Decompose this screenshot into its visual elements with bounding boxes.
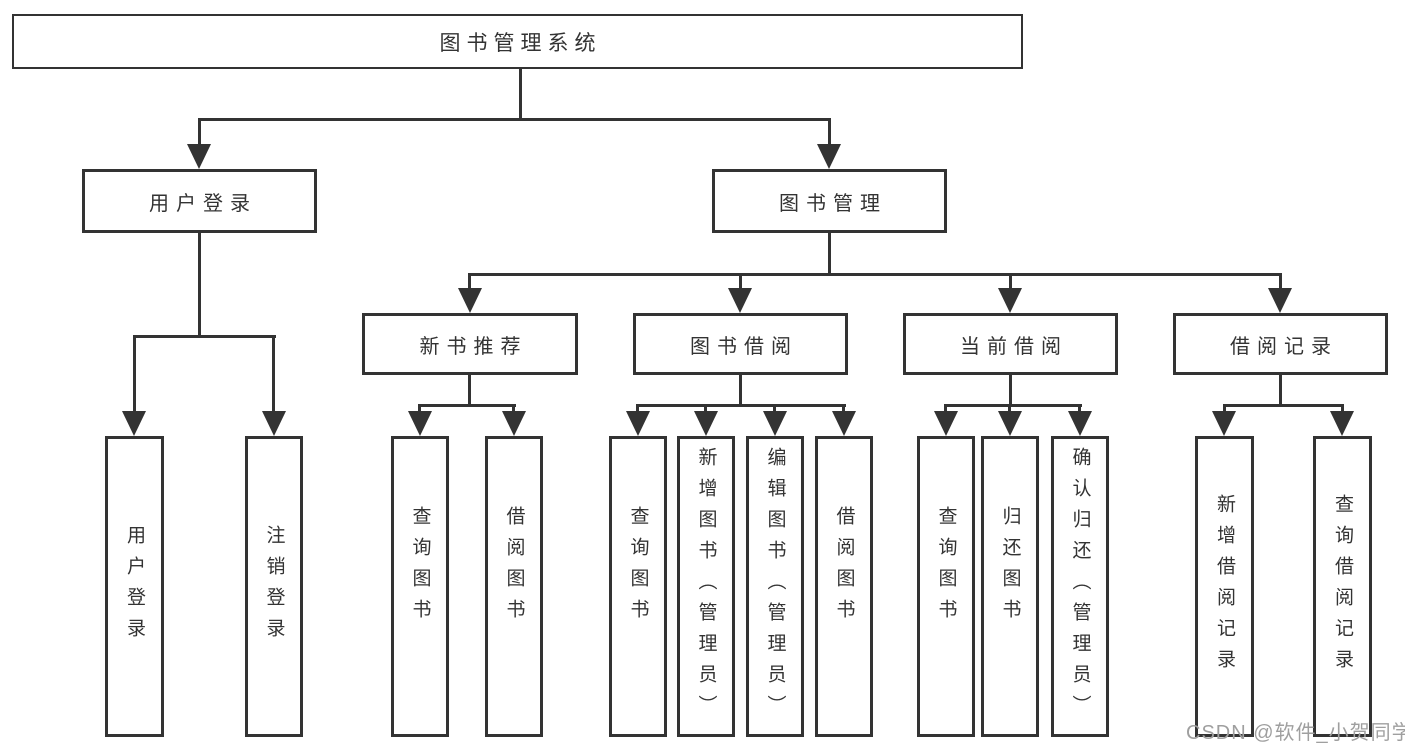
watermark: CSDN @软件_小贺同学 <box>1186 722 1405 744</box>
node-new-book-recommend-label: 新书推荐 <box>419 335 528 358</box>
leaf-cb-return-books-label: 归还图书 <box>999 505 1021 630</box>
leaf-bb-edit-books-admin: 编辑图书（管理员） <box>746 436 804 737</box>
node-root-label: 图书管理系统 <box>439 31 602 55</box>
leaf-bb-add-books-admin: 新增图书（管理员） <box>677 436 735 737</box>
connector-bb-hline <box>636 404 846 407</box>
node-book-borrow: 图书借阅 <box>633 313 848 375</box>
leaf-cb-confirm-return-admin: 确认归还（管理员） <box>1051 436 1109 737</box>
connector-leaf-shaft <box>1341 404 1344 414</box>
leaf-bb-query-books-label: 查询图书 <box>627 505 649 630</box>
connector-user-login-shaft <box>198 118 201 146</box>
arrow-down-icon <box>122 411 146 436</box>
connector-level3-hline <box>468 273 1282 276</box>
connector-user-login-drop <box>198 233 201 335</box>
node-book-borrow-label: 图书借阅 <box>690 335 798 358</box>
arrow-down-icon <box>998 288 1022 313</box>
arrow-down-icon <box>832 411 856 436</box>
leaf-bb-query-books: 查询图书 <box>609 436 667 737</box>
leaf-bb-borrow-books-label: 借阅图书 <box>833 505 855 630</box>
connector-level3-shaft <box>1009 273 1012 290</box>
leaf-bb-add-books-admin-label: 新增图书（管理员） <box>695 447 717 726</box>
connector-leaf-shaft <box>418 404 421 414</box>
leaf-user-login: 用户登录 <box>105 436 164 737</box>
connector-level3-shaft <box>739 273 742 290</box>
leaf-logout: 注销登录 <box>245 436 303 737</box>
connector-book-mgmt-shaft <box>828 118 831 146</box>
arrow-down-icon <box>728 288 752 313</box>
leaf-cb-return-books: 归还图书 <box>981 436 1039 737</box>
connector-leaf-shaft <box>133 335 136 413</box>
leaf-cb-query-books: 查询图书 <box>917 436 975 737</box>
connector-br-drop <box>1279 375 1282 407</box>
arrow-down-icon <box>502 411 526 436</box>
node-new-book-recommend: 新书推荐 <box>362 313 578 375</box>
leaf-user-login-label: 用户登录 <box>124 524 145 649</box>
connector-leaf-shaft <box>272 335 275 413</box>
connector-leaf-shaft <box>1008 404 1011 414</box>
leaf-nbr-query-books-label: 查询图书 <box>409 505 431 630</box>
connector-leaf-shaft <box>944 404 947 414</box>
arrow-down-icon <box>458 288 482 313</box>
node-current-borrow-label: 当前借阅 <box>960 335 1068 358</box>
leaf-bb-edit-books-admin-label: 编辑图书（管理员） <box>764 447 786 726</box>
leaf-nbr-query-books: 查询图书 <box>391 436 449 737</box>
leaf-logout-label: 注销登录 <box>263 524 285 649</box>
connector-nbr-drop <box>468 375 471 407</box>
connector-br-hline <box>1223 404 1344 407</box>
node-borrow-records: 借阅记录 <box>1173 313 1388 375</box>
connector-leaf-shaft <box>773 404 776 414</box>
arrow-down-icon <box>1330 411 1354 436</box>
connector-nbr-hline <box>418 404 516 407</box>
arrow-down-icon <box>187 144 211 169</box>
arrow-down-icon <box>1268 288 1292 313</box>
connector-cb-drop <box>1009 375 1012 407</box>
leaf-br-query-record: 查询借阅记录 <box>1313 436 1372 737</box>
node-book-management-label: 图书管理 <box>779 192 887 215</box>
arrow-down-icon <box>998 411 1022 436</box>
leaf-cb-confirm-return-admin-label: 确认归还（管理员） <box>1069 447 1091 726</box>
connector-leaf-shaft <box>1078 404 1081 414</box>
node-root: 图书管理系统 <box>12 14 1023 69</box>
leaf-cb-query-books-label: 查询图书 <box>935 505 957 630</box>
leaf-nbr-borrow-books-label: 借阅图书 <box>503 505 525 630</box>
leaf-br-query-record-label: 查询借阅记录 <box>1332 493 1353 680</box>
arrow-down-icon <box>817 144 841 169</box>
arrow-down-icon <box>408 411 432 436</box>
arrow-down-icon <box>1212 411 1236 436</box>
connector-book-mgmt-drop <box>828 233 831 273</box>
node-current-borrow: 当前借阅 <box>903 313 1118 375</box>
connector-leaf-shaft <box>842 404 845 414</box>
connector-user-login-hline <box>133 335 276 338</box>
leaf-br-add-record-label: 新增借阅记录 <box>1214 493 1235 680</box>
connector-leaf-shaft <box>704 404 707 414</box>
connector-level3-shaft <box>468 273 471 290</box>
arrow-down-icon <box>694 411 718 436</box>
connector-level3-shaft <box>1279 273 1282 290</box>
arrow-down-icon <box>1068 411 1092 436</box>
connector-level2-hline <box>198 118 831 121</box>
leaf-bb-borrow-books: 借阅图书 <box>815 436 873 737</box>
arrow-down-icon <box>763 411 787 436</box>
connector-leaf-shaft <box>1223 404 1226 414</box>
node-user-login-label: 用户登录 <box>149 192 257 215</box>
node-book-management: 图书管理 <box>712 169 947 233</box>
node-borrow-records-label: 借阅记录 <box>1230 335 1338 358</box>
arrow-down-icon <box>626 411 650 436</box>
leaf-br-add-record: 新增借阅记录 <box>1195 436 1254 737</box>
node-user-login: 用户登录 <box>82 169 317 233</box>
arrow-down-icon <box>934 411 958 436</box>
connector-leaf-shaft <box>512 404 515 414</box>
arrow-down-icon <box>262 411 286 436</box>
leaf-nbr-borrow-books: 借阅图书 <box>485 436 543 737</box>
connector-cb-hline <box>944 404 1082 407</box>
connector-bb-drop <box>739 375 742 407</box>
connector-root-drop <box>519 69 522 118</box>
connector-leaf-shaft <box>636 404 639 414</box>
